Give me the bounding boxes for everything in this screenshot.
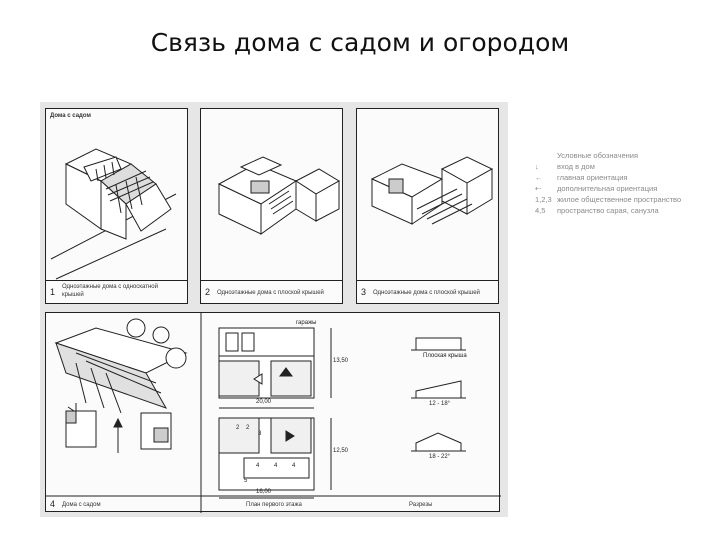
legend-code: 1,2,3 bbox=[535, 195, 552, 204]
legend-title-row: Условные обозначения bbox=[535, 150, 715, 161]
room-label: 2 bbox=[236, 425, 240, 431]
legend-text: пространство сарая, санузла bbox=[557, 206, 659, 215]
secondary-orientation-arrow-icon: ⇠ bbox=[535, 184, 542, 193]
house-flat-roof-drawing-a bbox=[217, 156, 340, 235]
section-angle-2: 18 - 22° bbox=[429, 454, 451, 460]
legend-text: вход в дом bbox=[557, 162, 595, 171]
room-label: 4 bbox=[274, 463, 278, 469]
panel-1-caption-line1: Одноэтажные дома с односкатной bbox=[62, 284, 158, 290]
section-flat-roof: Плоская крыша bbox=[423, 353, 467, 359]
panel-3: 3 Одноэтажные дома с плоской крышей bbox=[356, 108, 499, 304]
room-label: 3 bbox=[258, 431, 262, 437]
dimension-12: 12,50 bbox=[333, 448, 349, 454]
panel-3-caption: Одноэтажные дома с плоской крышей bbox=[373, 290, 480, 296]
panel-2: 2 Одноэтажные дома с плоской крышей bbox=[200, 108, 343, 304]
garage-label: гаражы bbox=[296, 320, 317, 326]
dimension-16: 16,00 bbox=[256, 489, 272, 495]
legend-code: 4,5 bbox=[535, 206, 546, 215]
panel-1-caption-line2: крышей bbox=[62, 292, 84, 298]
panel-1: Дома с садом 1 Одноэтажные дома с односк… bbox=[45, 108, 188, 304]
room-label: 4 bbox=[292, 463, 296, 469]
legend: Условные обозначения ↓ вход в дом ← глав… bbox=[535, 150, 715, 216]
dimension-20: 20,00 bbox=[256, 399, 272, 405]
legend-row: ← главная ориентация bbox=[535, 172, 715, 183]
panel-4-caption: Дома с садом bbox=[62, 502, 101, 508]
legend-title: Условные обозначения bbox=[557, 151, 639, 160]
panel-2-number: 2 bbox=[205, 287, 211, 297]
legend-text: главная ориентация bbox=[557, 173, 628, 182]
room-label: 2 bbox=[246, 425, 250, 431]
slide-title: Связь дома с садом и огородом bbox=[150, 28, 570, 57]
house-flat-roof-drawing-b bbox=[370, 156, 494, 225]
legend-text: жилое общественное пространство bbox=[557, 195, 682, 204]
panel-4-number: 4 bbox=[50, 499, 56, 509]
legend-row: ⇠ дополнительная ориентация bbox=[535, 183, 715, 194]
house-with-garden-drawings bbox=[46, 313, 501, 513]
legend-row: 4,5 пространство сарая, санузла bbox=[535, 205, 715, 216]
panel-2-caption: Одноэтажные дома с плоской крышей bbox=[217, 290, 324, 296]
plan-caption: План первого этажа bbox=[246, 502, 302, 508]
room-label: 5 bbox=[244, 478, 248, 484]
panel-1-number: 1 bbox=[50, 287, 56, 297]
room-label: 4 bbox=[256, 463, 260, 469]
section-angle-1: 12 - 18° bbox=[429, 401, 451, 407]
panel-1-heading: Дома с садом bbox=[50, 113, 91, 119]
panel-4: гаражы 20,00 13,50 12,50 16,00 Плоская к… bbox=[45, 312, 501, 513]
main-orientation-arrow-icon: ← bbox=[535, 173, 543, 182]
house-mono-pitch-drawing bbox=[50, 148, 177, 280]
panel-3-number: 3 bbox=[361, 287, 367, 297]
legend-row: ↓ вход в дом bbox=[535, 161, 715, 172]
entrance-arrow-icon: ↓ bbox=[535, 162, 539, 171]
legend-text: дополнительная ориентация bbox=[557, 184, 658, 193]
legend-row: 1,2,3 жилое общественное пространство bbox=[535, 194, 715, 205]
dimension-13: 13,50 bbox=[333, 358, 349, 364]
sections-caption: Разрезы bbox=[409, 502, 433, 508]
diagram-sheet: Дома с садом 1 Одноэтажные дома с односк… bbox=[40, 102, 508, 517]
